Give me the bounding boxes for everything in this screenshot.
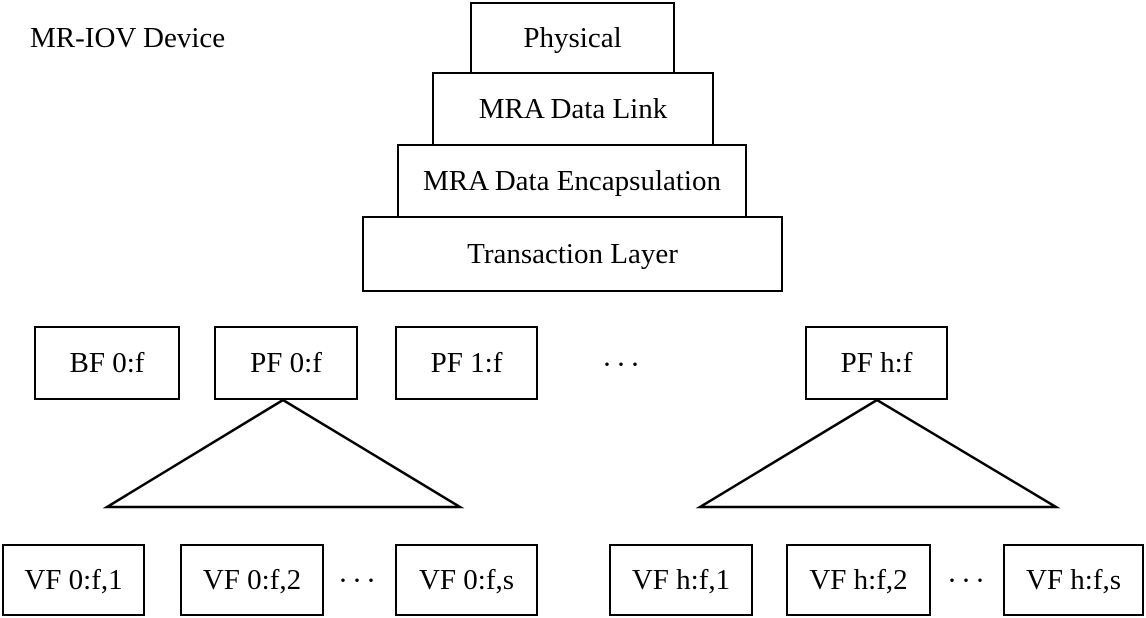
- vf-h-1-box: VF h:f,1: [609, 544, 753, 616]
- transaction-layer-box: Transaction Layer: [362, 216, 783, 292]
- pf-0-label: PF 0:f: [250, 346, 322, 379]
- transaction-layer-label: Transaction Layer: [467, 237, 678, 270]
- vf-0-2-box: VF 0:f,2: [180, 544, 324, 616]
- vf-h-s-label: VF h:f,s: [1025, 563, 1122, 596]
- vf-0-2-label: VF 0:f,2: [202, 563, 302, 596]
- vf-h-2-label: VF h:f,2: [809, 563, 908, 596]
- physical-layer-box: Physical: [470, 2, 675, 74]
- physical-layer-label: Physical: [523, 21, 622, 54]
- vf-h-ellipsis: ···: [947, 564, 989, 597]
- mra-data-encapsulation-label: MRA Data Encapsulation: [422, 164, 721, 197]
- functions-ellipsis: ···: [602, 348, 644, 381]
- bf-0-box: BF 0:f: [34, 326, 180, 400]
- device-title: MR-IOV Device: [30, 22, 226, 54]
- vf-0-1-box: VF 0:f,1: [2, 544, 145, 616]
- mra-data-link-label: MRA Data Link: [478, 92, 668, 125]
- vf-0-s-box: VF 0:f,s: [395, 544, 538, 616]
- vf-0-s-label: VF 0:f,s: [418, 563, 515, 596]
- pf-h-vf-triangle: [695, 398, 1061, 509]
- pf-0-vf-triangle: [102, 398, 465, 509]
- vf-0-1-label: VF 0:f,1: [24, 563, 123, 596]
- pf-h-label: PF h:f: [840, 346, 913, 379]
- vf-h-1-label: VF h:f,1: [631, 563, 731, 596]
- vf-h-2-box: VF h:f,2: [786, 544, 931, 616]
- bf-0-label: BF 0:f: [69, 346, 145, 379]
- vf-h-s-box: VF h:f,s: [1003, 544, 1144, 616]
- pf-0-box: PF 0:f: [214, 326, 358, 400]
- pf-1-box: PF 1:f: [395, 326, 538, 400]
- mra-data-link-box: MRA Data Link: [432, 72, 714, 146]
- vf-0-ellipsis: ···: [338, 564, 380, 597]
- pf-1-label: PF 1:f: [430, 346, 503, 379]
